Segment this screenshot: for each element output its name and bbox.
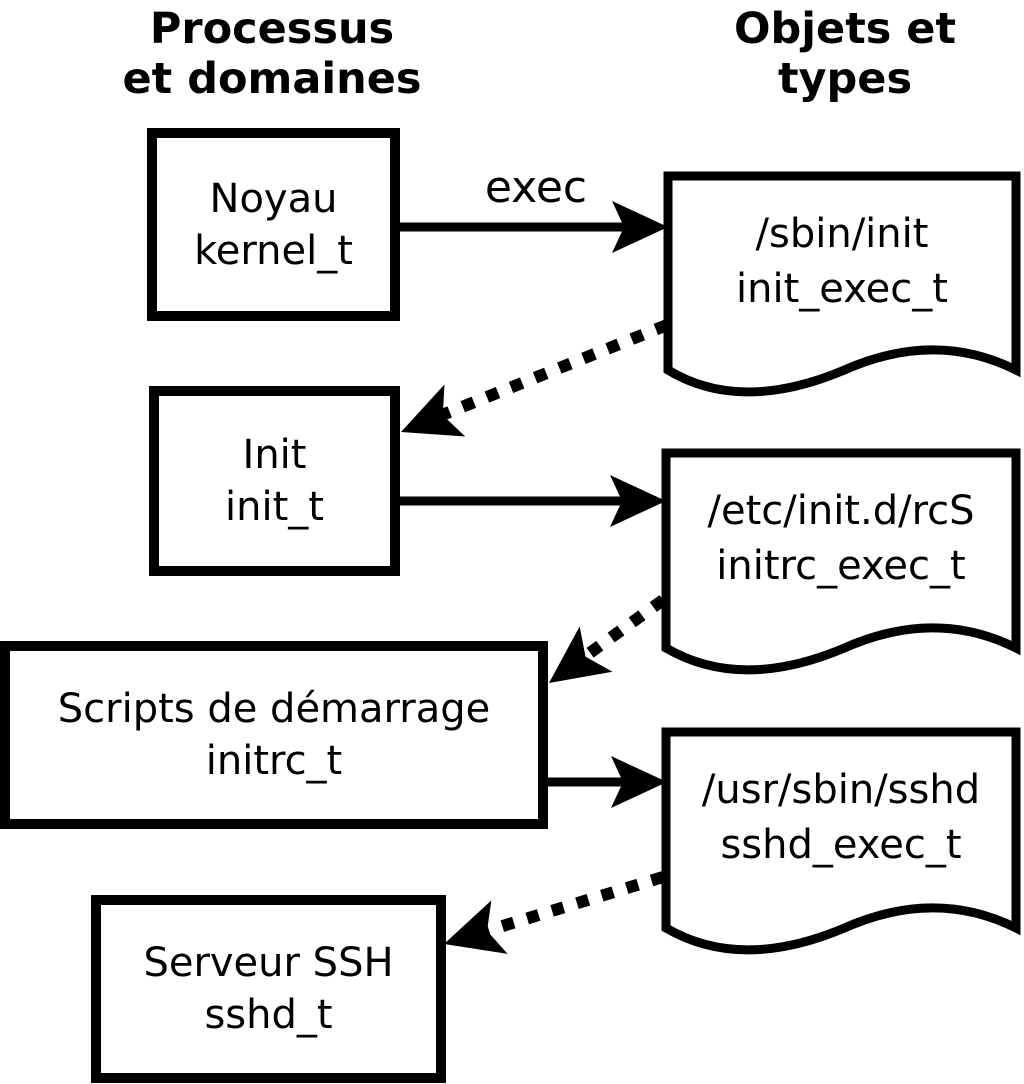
process-name: Scripts de démarrage bbox=[57, 686, 491, 732]
arrowhead-icon bbox=[549, 626, 613, 683]
process-name: Noyau bbox=[209, 175, 338, 222]
document-shape-etc-initd-rcs bbox=[661, 448, 1021, 675]
object-path: /sbin/init bbox=[755, 210, 929, 257]
arrowhead-icon bbox=[611, 756, 667, 808]
column-header-objects-line2: types bbox=[777, 54, 913, 104]
process-domain: sshd_t bbox=[204, 992, 333, 1038]
object-type: init_exec_t bbox=[736, 265, 948, 312]
arrowhead-icon bbox=[401, 384, 466, 437]
process-box-sshd: Serveur SSH sshd_t bbox=[91, 895, 446, 1083]
process-domain: initrc_t bbox=[205, 738, 343, 784]
document-shape-sbin-init bbox=[663, 171, 1021, 397]
process-box-kernel: Noyau kernel_t bbox=[147, 128, 400, 321]
process-domain: kernel_t bbox=[194, 227, 353, 274]
object-label-usr-sbin-sshd: /usr/sbin/sshd sshd_exec_t bbox=[666, 740, 1016, 895]
exec-arrow-label: exec bbox=[484, 162, 588, 213]
transition-arrow-line-initrc bbox=[576, 595, 667, 665]
process-box-initrc: Scripts de démarrage initrc_t bbox=[0, 641, 548, 829]
object-type: initrc_exec_t bbox=[716, 542, 966, 589]
process-box-init: Init init_t bbox=[149, 386, 400, 576]
object-path: /usr/sbin/sshd bbox=[701, 766, 981, 813]
arrowhead-icon bbox=[610, 475, 666, 527]
object-path: /etc/init.d/rcS bbox=[707, 487, 975, 534]
process-name: Serveur SSH bbox=[143, 940, 394, 986]
object-type: sshd_exec_t bbox=[720, 821, 962, 868]
object-label-etc-initd-rcs: /etc/init.d/rcS initrc_exec_t bbox=[666, 461, 1016, 616]
column-header-processes-line1: Processus bbox=[149, 4, 395, 54]
arrowhead-icon bbox=[612, 201, 668, 253]
transition-arrow-line-init bbox=[434, 319, 670, 423]
arrowhead-icon bbox=[444, 900, 508, 954]
column-header-processes: Processus et domaines bbox=[60, 4, 484, 104]
column-header-processes-line2: et domaines bbox=[122, 54, 422, 104]
column-header-objects-line1: Objets et bbox=[733, 4, 957, 54]
object-label-sbin-init: /sbin/init init_exec_t bbox=[668, 184, 1016, 339]
document-shape-usr-sbin-sshd bbox=[661, 727, 1021, 955]
process-domain: init_t bbox=[225, 484, 324, 530]
column-header-objects: Objets et types bbox=[660, 4, 1024, 104]
transition-arrow-line-sshd bbox=[481, 871, 665, 938]
process-name: Init bbox=[242, 432, 307, 478]
